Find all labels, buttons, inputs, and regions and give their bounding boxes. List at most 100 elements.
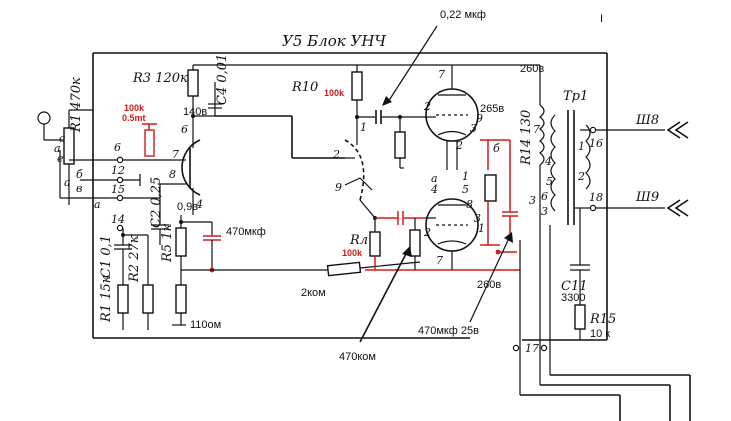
svg-text:a: a bbox=[431, 172, 438, 185]
svg-text:Ш9: Ш9 bbox=[635, 190, 659, 205]
svg-text:2ком: 2ком bbox=[301, 287, 326, 299]
arrow-icon bbox=[382, 96, 392, 106]
svg-text:9: 9 bbox=[335, 181, 342, 194]
annotation-110ohm: 110ом bbox=[190, 319, 221, 331]
svg-text:0.5mt: 0.5mt bbox=[122, 113, 146, 123]
svg-text:15: 15 bbox=[111, 183, 125, 196]
svg-text:1: 1 bbox=[360, 121, 367, 134]
label-rl-red: 100k bbox=[342, 248, 363, 258]
pot-pin-b: б bbox=[76, 168, 83, 181]
label-r2: R2 27к bbox=[127, 235, 142, 283]
label-c11-val: 3300 bbox=[561, 292, 585, 304]
resistor-r10 bbox=[351, 71, 363, 101]
resistor-r1-15k bbox=[117, 284, 129, 314]
svg-text:R5 1к: R5 1к bbox=[160, 224, 175, 263]
corner-mark: I bbox=[600, 13, 603, 25]
resistor-2k: 2ком bbox=[301, 261, 421, 299]
resistor-r3 bbox=[187, 69, 199, 97]
left-tube-pin6: 6 bbox=[181, 123, 188, 136]
voltage-265: 265в bbox=[480, 103, 504, 115]
tube-left: 6 7 8 4 140в 0,9в bbox=[169, 95, 207, 215]
svg-text:14: 14 bbox=[111, 213, 125, 226]
resistor-r5: R5 1к bbox=[160, 224, 187, 263]
jack-sh8[interactable]: Ш8 bbox=[635, 113, 689, 139]
label-c4: C4 0,01 bbox=[215, 54, 230, 105]
arrow-icon bbox=[402, 246, 412, 257]
svg-text:9: 9 bbox=[476, 112, 483, 125]
svg-text:2: 2 bbox=[577, 170, 585, 183]
svg-text:6: 6 bbox=[541, 190, 548, 203]
terminal-18: 18 bbox=[589, 191, 603, 212]
label-r1: R1 470к bbox=[69, 77, 84, 133]
svg-text:б: б bbox=[493, 142, 500, 155]
label-r10: R10 bbox=[291, 80, 318, 95]
pot-pin-c: c bbox=[59, 132, 65, 145]
terminal-16: 16 bbox=[589, 126, 603, 150]
left-tube-pin4: 4 bbox=[195, 198, 203, 211]
svg-text:12: 12 bbox=[111, 164, 125, 177]
svg-text:7: 7 bbox=[533, 123, 540, 136]
arrow-icon bbox=[504, 232, 513, 243]
voltage-09: 0,9в bbox=[177, 201, 198, 213]
label-rl: Rл bbox=[349, 233, 368, 248]
terminal-15: 15 bbox=[111, 183, 125, 202]
label-r15-left: R1 15к bbox=[99, 275, 114, 323]
terminal-6: 6 bbox=[114, 141, 124, 164]
voltage-140: 140в bbox=[183, 106, 207, 118]
voltage-260-top: 260в bbox=[520, 63, 544, 75]
terminal-17: 17 bbox=[512, 342, 548, 355]
svg-text:17: 17 bbox=[525, 342, 539, 355]
tube-right-bottom: 8 3 2 1 7 bbox=[423, 198, 485, 270]
svg-text:Tp1: Tp1 bbox=[563, 89, 588, 104]
svg-text:3: 3 bbox=[470, 122, 477, 135]
label-c11: C11 bbox=[561, 279, 588, 294]
annotation-470uf: 470мкф bbox=[226, 226, 266, 238]
svg-text:3: 3 bbox=[541, 205, 548, 218]
left-tube-pin7: 7 bbox=[172, 148, 179, 161]
input-section: R1 470к c a e б в a a 6 12 15 14 bbox=[37, 77, 178, 325]
resistor-grid-top bbox=[394, 131, 406, 159]
tube-middle: 1 2 9 bbox=[332, 120, 373, 201]
resistor-rl bbox=[369, 231, 381, 257]
pin-a-lower: a bbox=[94, 198, 101, 211]
cathode-network-red: б bbox=[480, 139, 518, 255]
svg-text:1: 1 bbox=[578, 140, 585, 153]
label-c2: C2 0,25 bbox=[149, 177, 164, 228]
svg-text:Ш8: Ш8 bbox=[635, 113, 659, 128]
svg-text:8: 8 bbox=[466, 198, 473, 211]
annotation-cap-022: 0,22 мкф bbox=[440, 9, 486, 21]
transformer-tr1: Tp1 1 2 3 4 5 6 7 3 bbox=[529, 89, 591, 225]
pot-pin-a2: a bbox=[64, 176, 71, 189]
svg-text:6: 6 bbox=[114, 141, 121, 154]
svg-text:2: 2 bbox=[423, 100, 431, 113]
svg-text:7: 7 bbox=[438, 68, 445, 81]
potentiometer-knob-icon bbox=[37, 111, 51, 125]
terminal-14: 14 bbox=[111, 213, 125, 232]
svg-text:2: 2 bbox=[332, 148, 340, 161]
label-r10-red: 100k bbox=[324, 88, 345, 98]
svg-text:4: 4 bbox=[544, 155, 552, 168]
label-r14: R14 130 bbox=[519, 110, 534, 166]
label-c1: C1 0,1 bbox=[99, 235, 114, 278]
svg-text:5: 5 bbox=[462, 183, 469, 196]
svg-text:3: 3 bbox=[529, 194, 536, 207]
svg-text:3: 3 bbox=[474, 212, 481, 225]
voltage-260-bottom: 260в bbox=[477, 279, 501, 291]
svg-text:1: 1 bbox=[462, 170, 469, 183]
resistor-red-100k-left: 100k 0.5mt bbox=[122, 103, 157, 157]
label-r15-val: 10 к bbox=[590, 328, 610, 340]
potentiometer-r1 bbox=[63, 127, 75, 165]
resistor-r15-right bbox=[574, 304, 586, 330]
jack-sh9[interactable]: Ш9 bbox=[635, 190, 689, 217]
svg-text:100k: 100k bbox=[124, 103, 145, 113]
svg-text:2: 2 bbox=[423, 226, 431, 239]
resistor-r2 bbox=[142, 284, 154, 314]
annotation-470k: 470ком bbox=[339, 351, 376, 363]
svg-text:1: 1 bbox=[478, 222, 485, 235]
svg-text:7: 7 bbox=[436, 254, 443, 267]
label-r3: R3 120к bbox=[132, 71, 188, 86]
block-title: У5 Блок УНЧ bbox=[282, 32, 386, 50]
tube-right-top: 7 2 3 9 265в bbox=[423, 65, 504, 142]
terminal-12: 12 bbox=[111, 164, 125, 184]
